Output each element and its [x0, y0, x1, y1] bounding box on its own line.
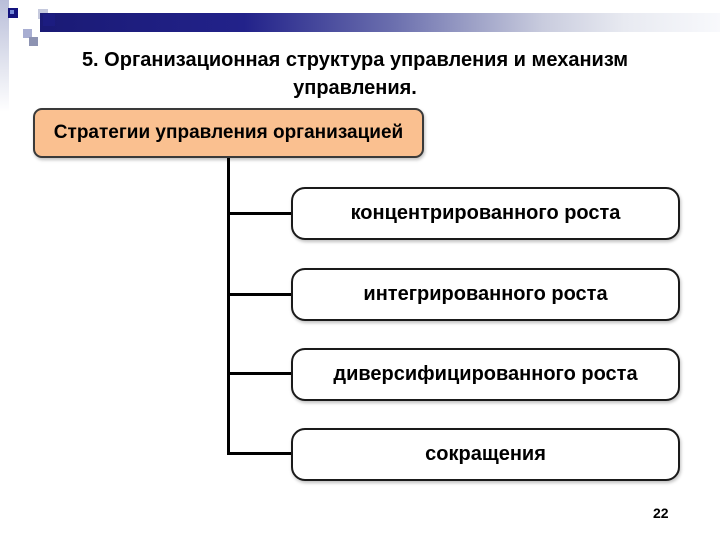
strategy-branch-box-concentrated-growth[interactable]: концентрированного роста [291, 187, 680, 240]
decor-square-light-2 [23, 29, 32, 38]
strategy-branch-box-integrated-growth[interactable]: интегрированного роста [291, 268, 680, 321]
slide-title-line-1: 5. Организационная структура управления … [81, 49, 629, 71]
strategy-branch-box-diversified-growth[interactable]: диверсифицированного роста [291, 348, 680, 401]
decor-square-highlight [10, 10, 14, 14]
decor-square-gray-1 [29, 37, 38, 46]
strategy-branch-box-reduction[interactable]: сокращения [291, 428, 680, 481]
strategy-branch-label: сокращения [425, 443, 546, 465]
connector-branch-line-4 [227, 452, 291, 455]
strategy-branch-label: диверсифицированного роста [333, 363, 638, 385]
slide-title: 5. Организационная структура управления … [45, 46, 665, 102]
decor-square-navy-1 [8, 8, 18, 18]
slide-title-line-2: управления. [293, 77, 417, 99]
strategy-root-box[interactable]: Стратегии управления организацией [33, 108, 424, 158]
connector-vertical-line [227, 158, 230, 455]
strategy-branch-label: концентрированного роста [350, 202, 621, 224]
connector-branch-line-3 [227, 372, 291, 375]
connector-branch-line-2 [227, 293, 291, 296]
left-gradient-bar [0, 0, 9, 112]
strategy-branch-label: интегрированного роста [363, 283, 608, 305]
connector-branch-line-1 [227, 212, 291, 215]
top-gradient-bar [40, 13, 720, 32]
decor-square-navy-2 [43, 14, 55, 26]
page-number: 22 [653, 505, 669, 521]
strategy-root-label: Стратегии управления организацией [53, 122, 404, 143]
